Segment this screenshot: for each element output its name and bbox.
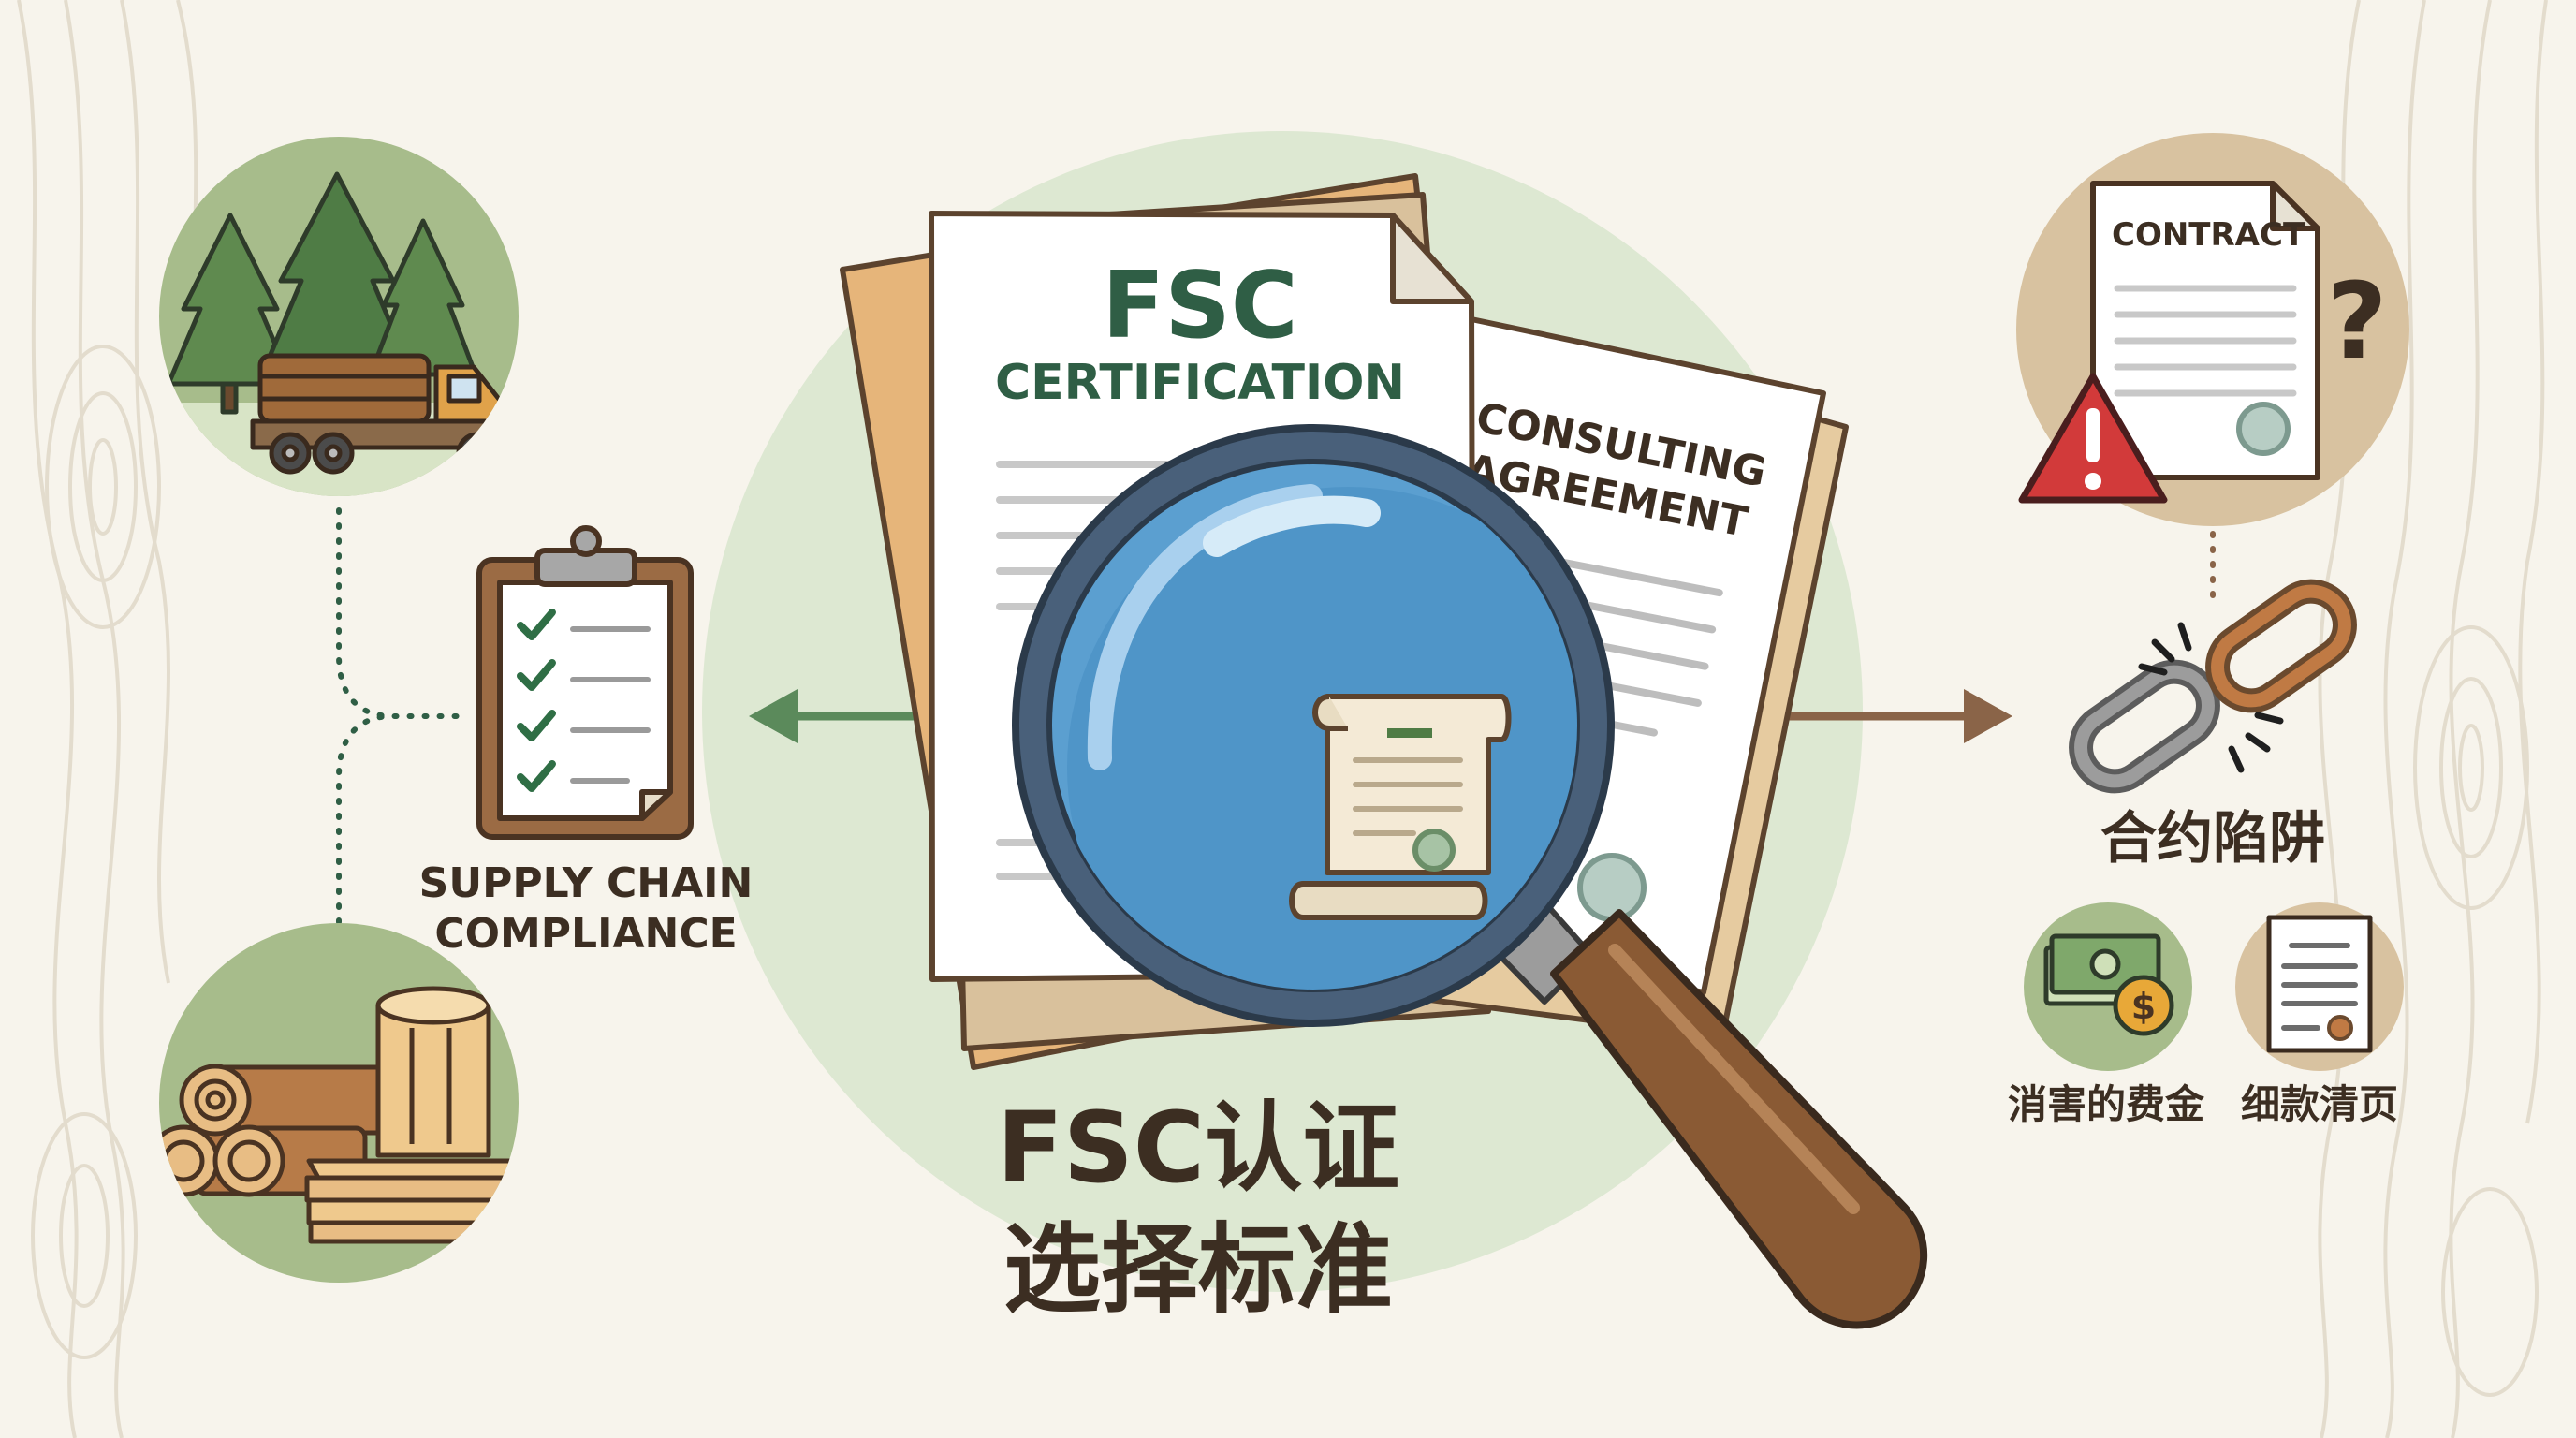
checklist-clipboard-icon bbox=[476, 525, 694, 840]
warning-triangle-icon bbox=[2018, 373, 2168, 504]
sub-item-label-0: 消害的费金 bbox=[2008, 1081, 2205, 1127]
dollar-sign: $ bbox=[2131, 986, 2156, 1027]
timber-logs-icon bbox=[159, 923, 519, 1283]
money-coin-icon: $ bbox=[2024, 902, 2192, 1071]
contract-warning-icon: CONTRACT ? bbox=[2016, 133, 2409, 526]
contract-trap-label: 合约陷阱 bbox=[2100, 806, 2325, 872]
wood-grain-left-decoration bbox=[17, 0, 208, 1438]
contract-heading: CONTRACT bbox=[2112, 216, 2305, 254]
question-mark-icon: ? bbox=[2327, 261, 2388, 383]
supply-chain-label-line2: COMPLIANCE bbox=[434, 910, 737, 958]
center-title-line2: 选择标准 bbox=[1003, 1212, 1393, 1327]
left-arrow-connector bbox=[749, 689, 927, 743]
wood-grain-right-decoration bbox=[2318, 0, 2548, 1438]
left-connector-dotted bbox=[336, 507, 461, 925]
center-title-line1: FSC认证 bbox=[997, 1091, 1399, 1205]
magnifying-glass-icon bbox=[1012, 424, 1927, 1329]
certificate-scroll-icon bbox=[1289, 694, 1512, 920]
right-arrow-connector bbox=[1778, 689, 2012, 743]
supply-chain-label-line1: SUPPLY CHAIN bbox=[419, 859, 754, 907]
sub-item-label-1: 细款清页 bbox=[2241, 1081, 2398, 1127]
fsc-heading: FSC bbox=[1102, 253, 1297, 360]
fsc-subheading: CERTIFICATION bbox=[995, 355, 1405, 411]
forest-truck-icon bbox=[159, 137, 519, 496]
document-seal-icon bbox=[2235, 902, 2404, 1071]
broken-chain-icon bbox=[2069, 579, 2357, 794]
